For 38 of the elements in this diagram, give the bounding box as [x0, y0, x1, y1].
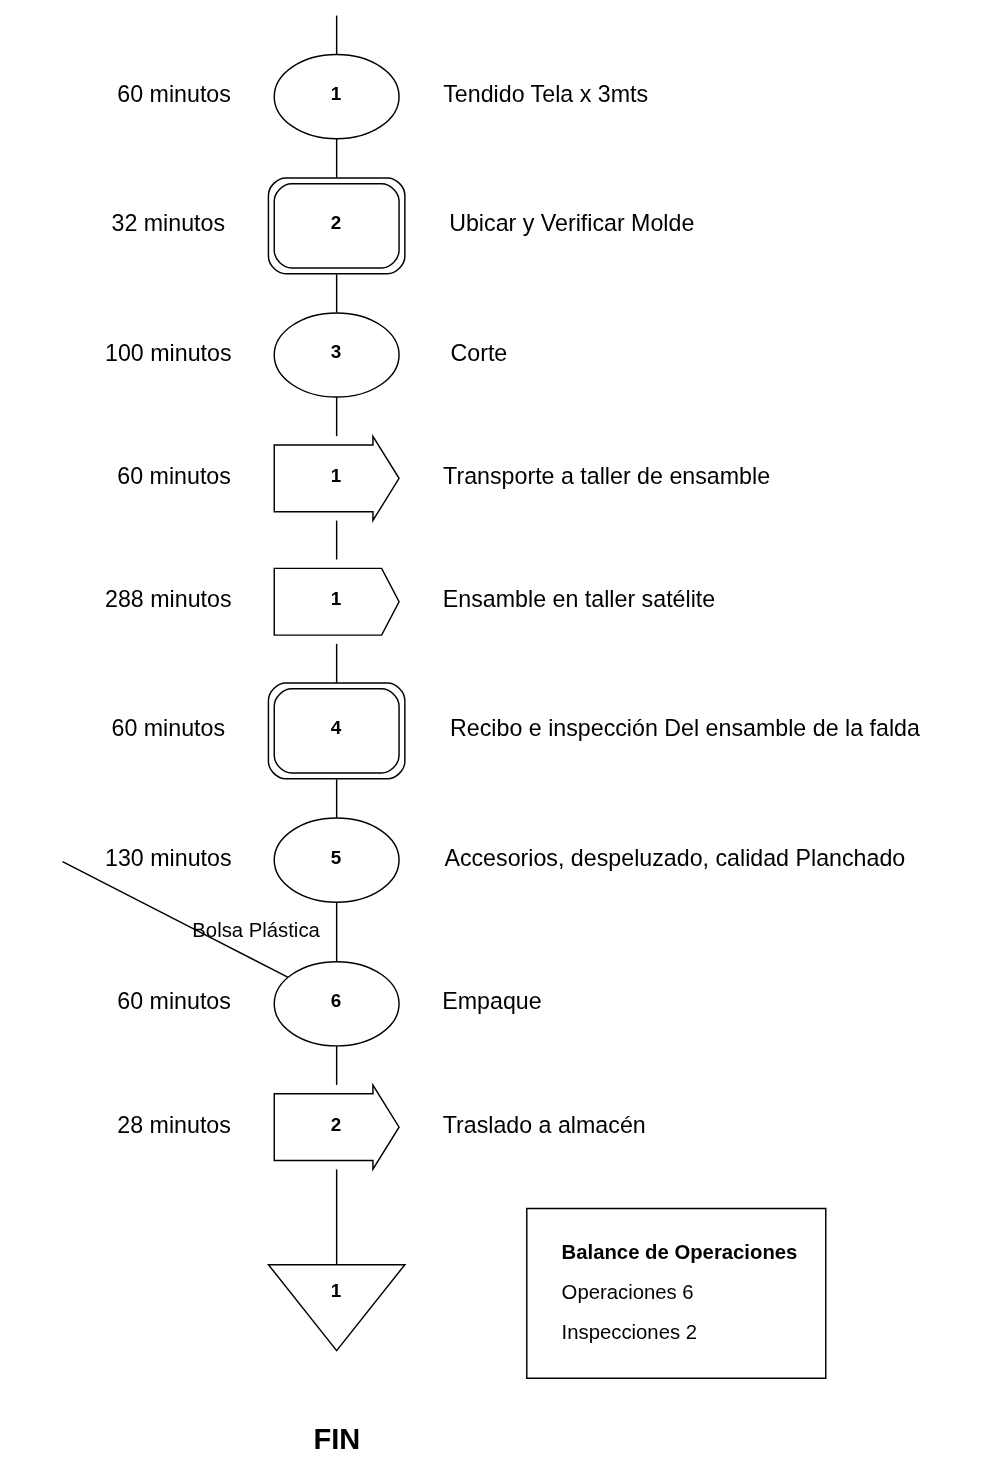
connector — [335, 273, 338, 314]
node-box: 4 — [267, 682, 406, 780]
connector — [61, 860, 289, 978]
node-box: Balance de Operaciones Operaciones 6 Inspecciones 2 — [526, 1207, 827, 1379]
node-ellipse: 1 — [273, 53, 400, 140]
connector — [335, 778, 338, 819]
node-label: Ensamble en taller satélite — [442, 586, 716, 613]
connector — [335, 519, 338, 561]
node-label: Traslado a almacén — [442, 1111, 646, 1138]
node-label: 100 minutos — [105, 339, 232, 366]
node-label: 28 minutos — [117, 1111, 231, 1138]
connector — [335, 643, 338, 684]
connector — [335, 1045, 338, 1086]
node-label: FIN — [313, 1423, 361, 1456]
node-label: Empaque — [442, 988, 542, 1015]
node-label: 288 minutos — [105, 586, 232, 613]
connector — [335, 138, 338, 179]
node-label: 130 minutos — [105, 844, 232, 871]
node-label: 60 minutos — [117, 81, 231, 108]
node-label: Ubicar y Verificar Molde — [449, 210, 695, 237]
node-ellipse: 3 — [273, 312, 400, 398]
node-ellipse: 5 — [273, 817, 400, 903]
node-label: Tendido Tela x 3mts — [443, 81, 649, 108]
connector — [335, 14, 338, 56]
node-box: 2 — [267, 177, 406, 275]
connector — [335, 1168, 338, 1266]
connector — [335, 901, 338, 962]
node-ellipse: 6 — [273, 960, 400, 1047]
edge-label: Bolsa Plástica — [192, 919, 320, 942]
node-label: 60 minutos — [117, 462, 231, 489]
node-label: Corte — [450, 339, 508, 366]
node-label: 60 minutos — [117, 988, 231, 1015]
node-label: 32 minutos — [111, 210, 226, 237]
node-label: Transporte a taller de ensamble — [443, 462, 771, 489]
node-label: Recibo e inspección Del ensamble de la falda — [450, 715, 920, 742]
connector — [335, 396, 338, 437]
node-label: Accesorios, despeluzado, calidad Planchado — [444, 844, 906, 871]
node-label: 60 minutos — [111, 715, 226, 742]
